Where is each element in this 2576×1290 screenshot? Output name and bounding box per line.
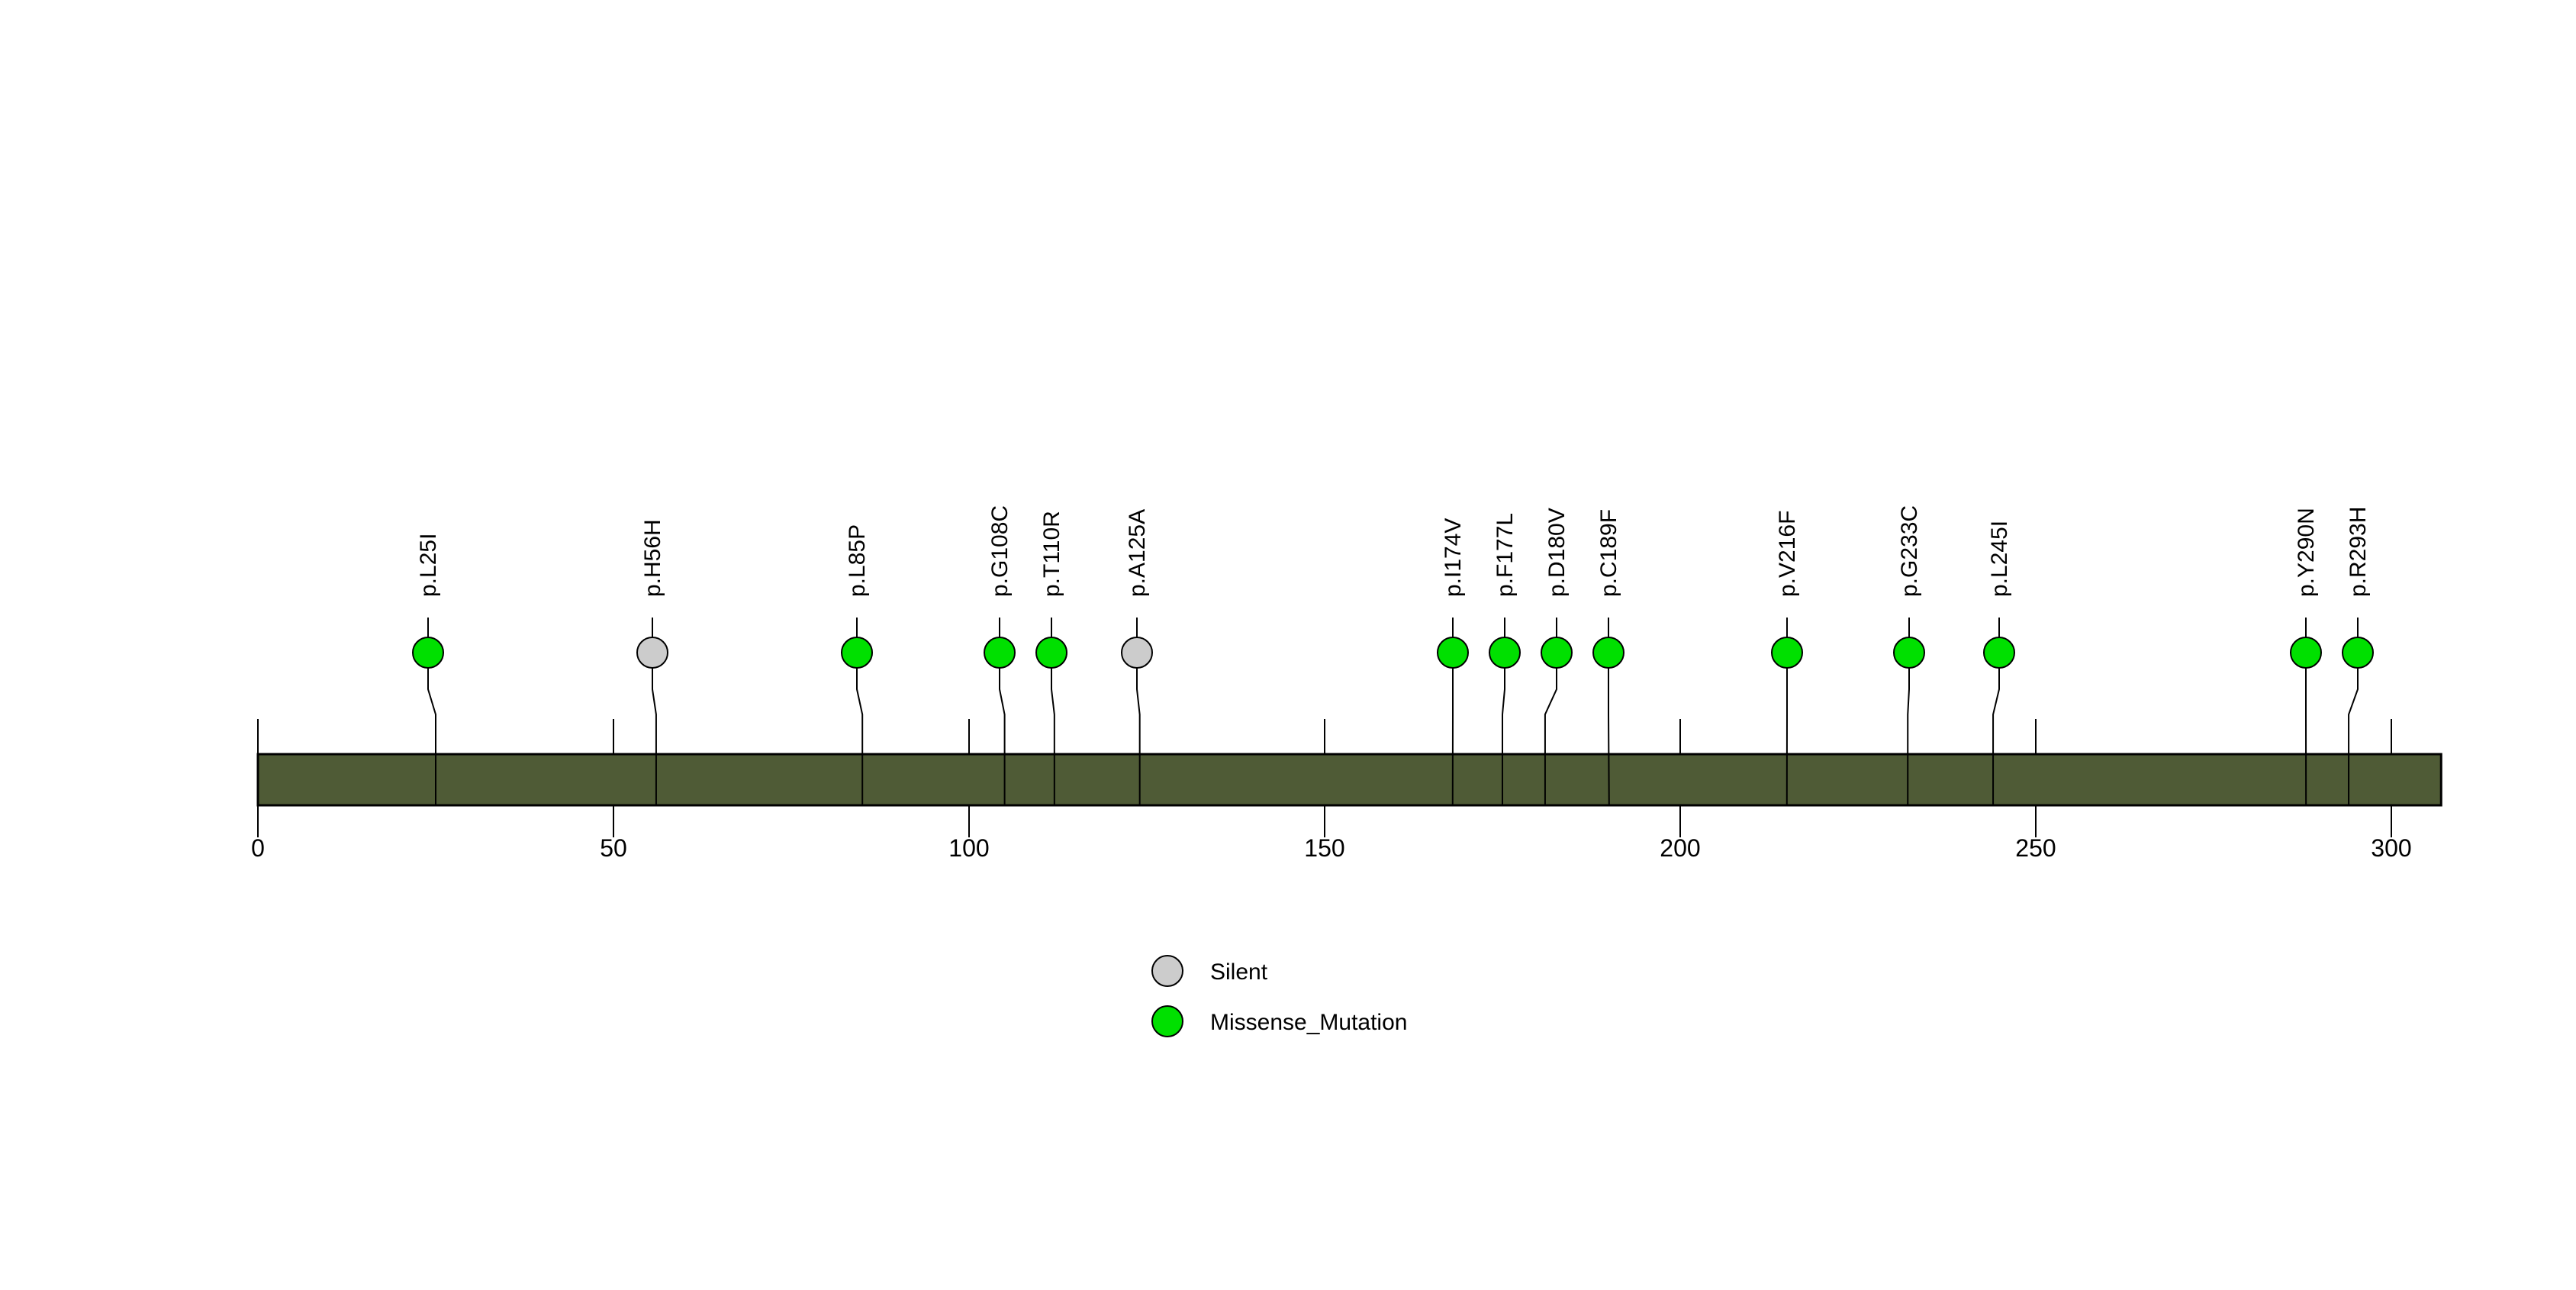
legend-marker-missense_mutation [1151, 1005, 1183, 1037]
mutation-marker-p.V216F[interactable]: p.V216F (Missense_Mutation) [1771, 637, 1803, 669]
mutation-marker-p.I174V[interactable]: p.I174V (Missense_Mutation) [1437, 637, 1469, 669]
mutation-marker-p.G108C[interactable]: p.G108C (Missense_Mutation) [984, 637, 1016, 669]
mutation-label-p.L85P: p.L85P [845, 524, 870, 597]
axis-tick-label-0: 0 [251, 834, 265, 862]
axis-tick-label-100: 100 [948, 834, 989, 862]
mutation-marker-p.L245I[interactable]: p.L245I (Missense_Mutation) [1983, 637, 2015, 669]
mutation-label-p.F177L: p.F177L [1492, 513, 1518, 597]
legend-marker-silent [1151, 955, 1183, 987]
mutation-marker-p.L85P[interactable]: p.L85P (Missense_Mutation) [841, 637, 873, 669]
mutation-marker-p.D180V[interactable]: p.D180V (Missense_Mutation) [1541, 637, 1573, 669]
axis-tick-labels: 0 50 100 150 200 250 300 [251, 834, 2412, 862]
mutation-label-p.G233C: p.G233C [1897, 505, 1922, 597]
mutation-label-p.A125A: p.A125A [1125, 509, 1150, 597]
axis-tick-label-200: 200 [1660, 834, 1700, 862]
legend-label-silent: Silent [1210, 959, 1268, 985]
mutation-label-p.V216F: p.V216F [1775, 511, 1800, 597]
mutation-marker-p.C189F[interactable]: p.C189F (Missense_Mutation) [1592, 637, 1624, 669]
mutation-marker-p.G233C[interactable]: p.G233C (Missense_Mutation) [1893, 637, 1925, 669]
axis-tick-label-250: 250 [2015, 834, 2056, 862]
mutation-marker-p.T110R[interactable]: p.T110R (Missense_Mutation) [1035, 637, 1067, 669]
mutation-label-p.T110R: p.T110R [1039, 511, 1064, 597]
lollipop-markers[interactable]: p.L25I (Missense_Mutation) p.H56H (Silent… [412, 637, 2374, 669]
mutation-label-p.L25I: p.L25I [416, 534, 441, 597]
axis-tick-label-300: 300 [2371, 834, 2411, 862]
mutation-label-p.C189F: p.C189F [1596, 509, 1621, 597]
mutation-label-p.I174V: p.I174V [1441, 518, 1466, 597]
protein-backbone-bar [256, 753, 2442, 807]
mutation-label-p.Y290N: p.Y290N [2294, 508, 2319, 597]
mutation-marker-p.Y290N[interactable]: p.Y290N (Missense_Mutation) [2290, 637, 2322, 669]
mutation-marker-p.R293H[interactable]: p.R293H (Missense_Mutation) [2342, 637, 2374, 669]
mutation-marker-p.H56H[interactable]: p.H56H (Silent) [636, 637, 668, 669]
mutation-label-p.L245I: p.L245I [1987, 521, 2012, 597]
axis-tick-label-150: 150 [1304, 834, 1344, 862]
mutation-labels: p.L25I p.H56H p.L85P p.G108C p.T110R p.A125A p… [416, 505, 2371, 597]
mutation-marker-p.A125A[interactable]: p.A125A (Silent) [1121, 637, 1153, 669]
protein-domain-bar [256, 753, 2442, 807]
mutation-marker-p.F177L[interactable]: p.F177L (Missense_Mutation) [1489, 637, 1521, 669]
legend-label-missense_mutation: Missense_Mutation [1210, 1010, 1407, 1035]
mutation-label-p.G108C: p.G108C [987, 505, 1013, 597]
mutation-label-p.H56H: p.H56H [640, 519, 665, 597]
mutation-marker-p.L25I[interactable]: p.L25I (Missense_Mutation) [412, 637, 444, 669]
axis-tick-label-50: 50 [600, 834, 627, 862]
axis-ticks [257, 719, 2392, 837]
mutation-label-p.R293H: p.R293H [2346, 507, 2371, 597]
mutation-label-p.D180V: p.D180V [1544, 508, 1570, 597]
